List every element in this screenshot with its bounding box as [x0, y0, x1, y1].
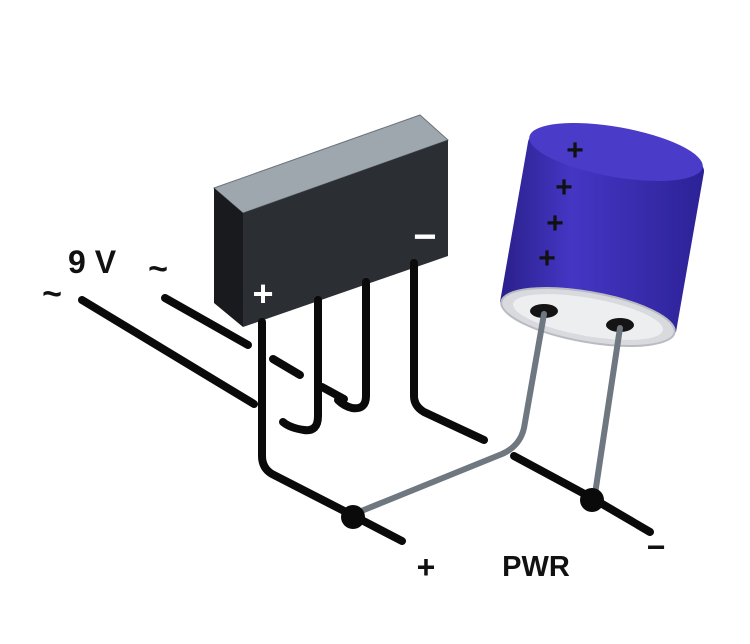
- capacitor-lead-plus: [351, 311, 547, 517]
- capacitor-mark-1: +: [566, 134, 584, 167]
- ac-input-wire-left: [78, 296, 258, 408]
- bridge-plus-label: +: [252, 273, 273, 314]
- capacitor-pin-hole-plus: [530, 304, 558, 318]
- ac-tilde-left: ~: [42, 275, 62, 313]
- junction-dot-plus: [341, 505, 365, 529]
- bridge-legs: [258, 259, 488, 518]
- power-label: PWR: [502, 551, 570, 583]
- bridge-leg-plus: [258, 318, 354, 518]
- capacitor-mark-4: +: [538, 242, 556, 275]
- capacitor-top-cap: [529, 123, 703, 181]
- bridge-leg-ac-2: [334, 278, 370, 413]
- bridge-rectifier: [213, 114, 449, 327]
- capacitor-leads: [351, 311, 623, 517]
- junction-dot-minus: [580, 488, 604, 512]
- bridge-minus-label: −: [413, 215, 436, 259]
- electrolytic-capacitor: [500, 123, 705, 347]
- capacitor-lead-minus: [592, 325, 623, 497]
- output-minus-label: −: [647, 529, 666, 565]
- bridge-leg-ac-1: [279, 296, 322, 435]
- capacitor-mark-3: +: [546, 207, 564, 240]
- bridge-leg-minus: [410, 259, 488, 444]
- capacitor-mark-2: +: [555, 171, 573, 204]
- bridge-side-face: [214, 188, 243, 327]
- output-plus-label: +: [417, 549, 436, 585]
- voltage-label: 9 V: [68, 244, 117, 280]
- bridge-front-face: [243, 140, 448, 327]
- ac-tilde-right: ~: [148, 250, 168, 288]
